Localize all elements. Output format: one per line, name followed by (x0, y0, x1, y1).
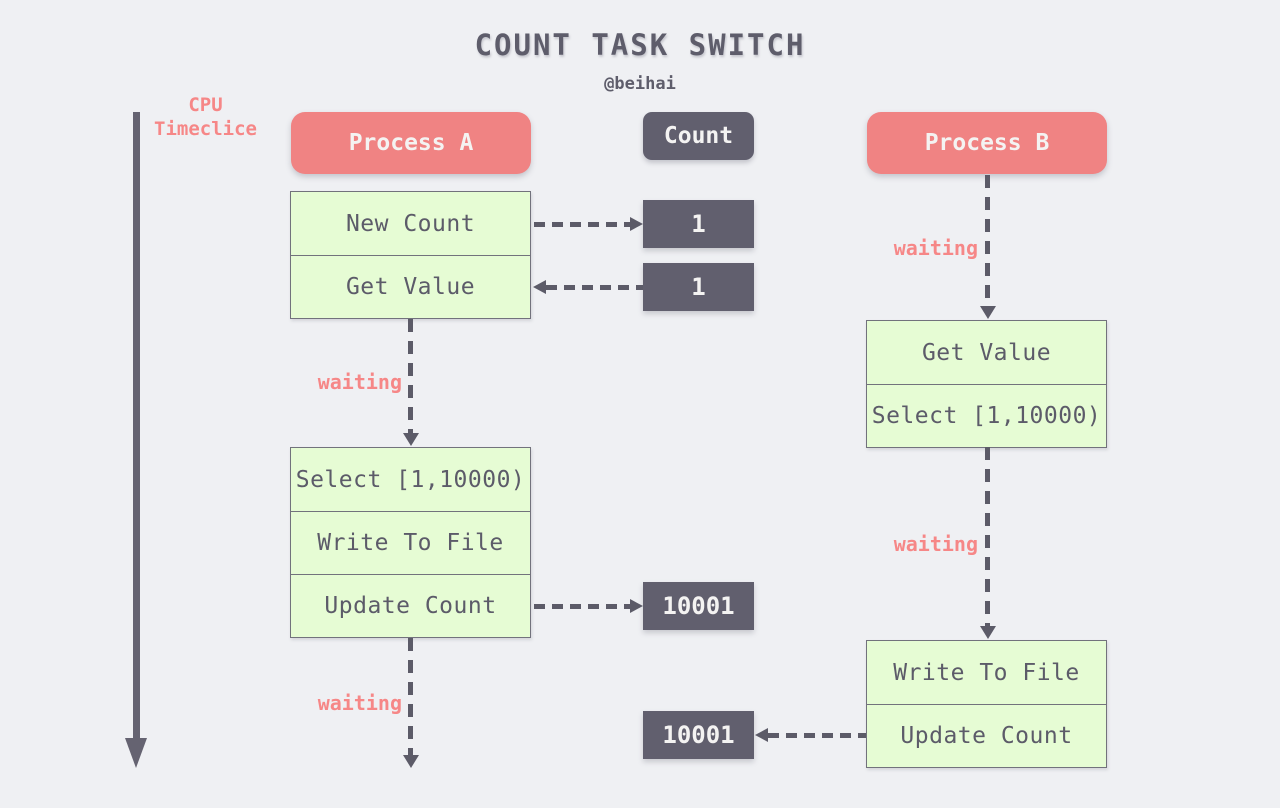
step-select-range: Select [1,10000) (867, 384, 1106, 447)
process-a-header: Process A (291, 112, 531, 174)
cpu-timeslice-label-line1: CPU (188, 94, 223, 116)
arrowhead-down-icon (403, 755, 419, 768)
process-a-block-1: New Count Get Value (290, 191, 531, 319)
waiting-label-b-1: waiting (893, 236, 978, 260)
arrowhead-left-icon (755, 728, 768, 742)
count-value-box: 1 (643, 263, 754, 311)
count-value-box: 10001 (643, 711, 754, 759)
arrowhead-left-icon (533, 280, 546, 294)
waiting-label-b-2: waiting (893, 532, 978, 556)
waiting-label-a-1: waiting (317, 370, 402, 394)
process-b-header: Process B (867, 112, 1107, 174)
author-handle: @beihai (604, 74, 676, 94)
arrow-line (985, 175, 990, 307)
step-get-value: Get Value (291, 255, 530, 318)
cpu-timeslice-label: CPU Timeclice (148, 93, 263, 141)
step-new-count: New Count (345, 210, 476, 237)
arrowhead-down-icon (403, 433, 419, 446)
process-a-block-2: Select [1,10000) Write To File Update Co… (290, 447, 531, 638)
arrow-line (408, 638, 413, 756)
arrow-line (408, 319, 413, 434)
cpu-timeslice-label-line2: Timeclice (154, 118, 257, 140)
process-b-block-2: Write To File Update Count (866, 640, 1107, 768)
step-write-to-file: Write To File (893, 659, 1080, 686)
step-get-value: Get Value (921, 339, 1052, 366)
arrow-line (534, 222, 630, 227)
cpu-timeline-arrowhead-icon (125, 738, 147, 768)
arrow-line (985, 447, 990, 627)
arrowhead-down-icon (980, 306, 996, 319)
arrow-line (546, 285, 643, 290)
arrow-line (768, 733, 866, 738)
step-select-range: Select [1,10000) (295, 466, 526, 493)
arrowhead-down-icon (980, 626, 996, 639)
arrowhead-right-icon (630, 599, 643, 613)
process-b-block-1: Get Value Select [1,10000) (866, 320, 1107, 448)
count-header: Count (643, 112, 754, 160)
step-update-count: Update Count (291, 574, 530, 637)
step-write-to-file: Write To File (291, 511, 530, 574)
page-title: COUNT TASK SWITCH (474, 28, 806, 62)
arrowhead-right-icon (630, 217, 643, 231)
arrow-line (534, 604, 630, 609)
count-value-box: 10001 (643, 582, 754, 630)
step-update-count: Update Count (867, 704, 1106, 767)
count-value-box: 1 (643, 200, 754, 248)
cpu-timeline-line (133, 112, 140, 740)
waiting-label-a-2: waiting (317, 691, 402, 715)
